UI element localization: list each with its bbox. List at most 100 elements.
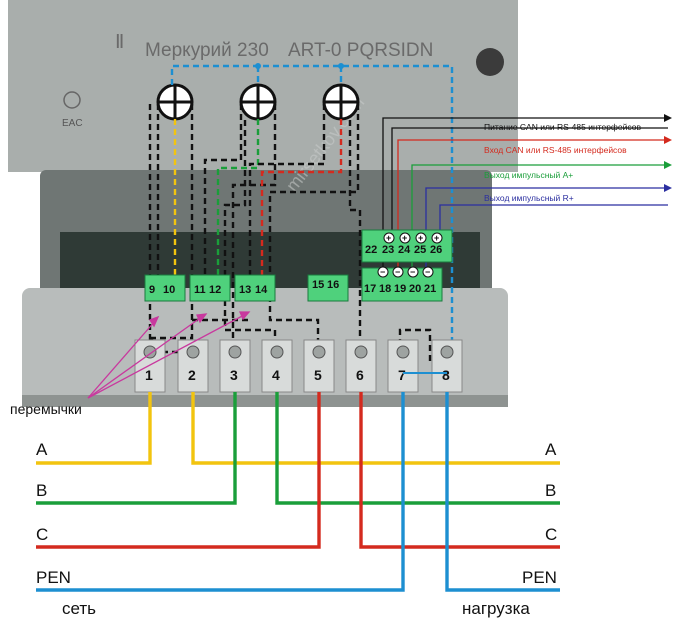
current-transformer-icon [156,83,194,121]
certification-mark-icon [63,91,81,109]
polarity-sign: + [386,233,391,243]
terminal-number: 25 [414,244,426,256]
arrow-icon [664,136,672,144]
interface-label: Питание CAN или RS-485 интерфейсов [484,122,641,132]
terminal-number: 16 [327,279,339,291]
screw-icon [312,345,326,359]
interface-wiring [382,117,668,268]
connector-11-12 [189,274,231,302]
terminal-number: 2 [188,367,196,383]
terminal-number: 19 [394,283,406,295]
line-label-left: A [36,440,48,459]
interface-label: Вход CAN или RS-485 интерфейсов [484,145,627,155]
terminal-number: 21 [424,283,436,295]
terminal-number: 7 [398,367,406,383]
eac-mark-icon: EAC [62,118,83,129]
screw-icon [186,345,200,359]
terminal-number: 26 [430,244,442,256]
terminal-number: 8 [442,367,450,383]
line-label-left: PEN [36,568,71,587]
screw-icon [143,345,157,359]
line-label-right: C [545,525,557,544]
main-terminals: 1 2 3 4 5 6 7 8 [134,339,463,393]
current-transformers [156,83,360,121]
interface-arrows [664,114,672,192]
terminal-number: 24 [398,244,411,256]
line-label-right: B [545,481,556,500]
meter-model: ART-0 PQRSIDN [288,40,433,61]
jumpers-label: перемычки [10,401,82,417]
interface-label: Выход импульсный A+ [484,170,573,180]
arrow-icon [664,184,672,192]
arrow-icon [149,315,160,328]
wire-pen-load [445,392,560,592]
wire-pen-source [36,392,405,592]
connector-9-10 [144,274,186,302]
external-wiring [36,372,560,592]
terminal-number: 23 [382,244,394,256]
aux-terminal-numbers: 9 10 11 12 13 14 15 16 17 18 19 20 21 22… [149,232,443,296]
interface-labels: Питание CAN или RS-485 интерфейсов Вход … [484,122,641,203]
terminal-number: 3 [230,367,238,383]
wire-a-source [36,392,152,465]
polarity-sign: − [380,267,385,277]
wire-b-source [36,392,237,505]
polarity-sign: − [410,267,415,277]
polarity-sign: − [425,267,430,277]
screw-icon [270,345,284,359]
line-label-right: A [545,440,557,459]
polarity-sign: + [434,233,439,243]
current-transformer-icon [322,83,360,121]
neutral-bus [170,64,454,370]
polarity-sign: − [395,267,400,277]
connector-15-16 [307,274,349,302]
terminal-number: 5 [314,367,322,383]
wire-c-load [359,392,560,549]
line-label-left: C [36,525,48,544]
terminal-number: 20 [409,283,421,295]
line-label-left: B [36,481,47,500]
line-label-right: PEN [522,568,557,587]
line-labels: A B C PEN A B C PEN [36,440,557,587]
jumper-pointers [87,311,251,399]
terminal-number: 14 [255,284,268,296]
current-transformer-icon [239,83,277,121]
terminal-number: 17 [364,283,376,295]
terminal-number: 6 [356,367,364,383]
internal-wiring [148,63,454,370]
polarity-plus: + + + + [383,232,443,244]
arrow-icon [239,311,251,321]
arrow-icon [664,114,672,122]
terminal-number: 11 [194,284,206,296]
screw-icon [440,345,454,359]
terminal-number: 10 [163,284,175,296]
source-label: сеть [62,599,96,618]
load-label: нагрузка [462,599,530,618]
terminal-number: 4 [272,367,280,383]
screw-icon [354,345,368,359]
interface-label: Выход импульсный R+ [484,193,574,203]
wire-a-load [191,392,560,465]
terminal-number: 1 [145,367,153,383]
polarity-sign: + [418,233,423,243]
terminal-number: 13 [239,284,251,296]
meter-logo-icon: Ⅱ [115,32,124,53]
wire-c-source [36,392,321,549]
polarity-minus: − − − − [377,266,434,278]
polarity-sign: + [402,233,407,243]
screw-icon [396,345,410,359]
meter-brand: Меркурий 230 [145,40,269,61]
screw-icon [228,345,242,359]
terminal-number: 9 [149,284,155,296]
wire-b-load [275,392,560,505]
terminal-number: 22 [365,244,377,256]
arrow-icon [664,161,672,169]
terminal-number: 15 [312,279,324,291]
terminal-number: 12 [209,284,221,296]
seal-icon [476,48,504,76]
terminal-number: 18 [379,283,391,295]
connector-13-14 [234,274,276,302]
arrow-icon [196,313,208,324]
